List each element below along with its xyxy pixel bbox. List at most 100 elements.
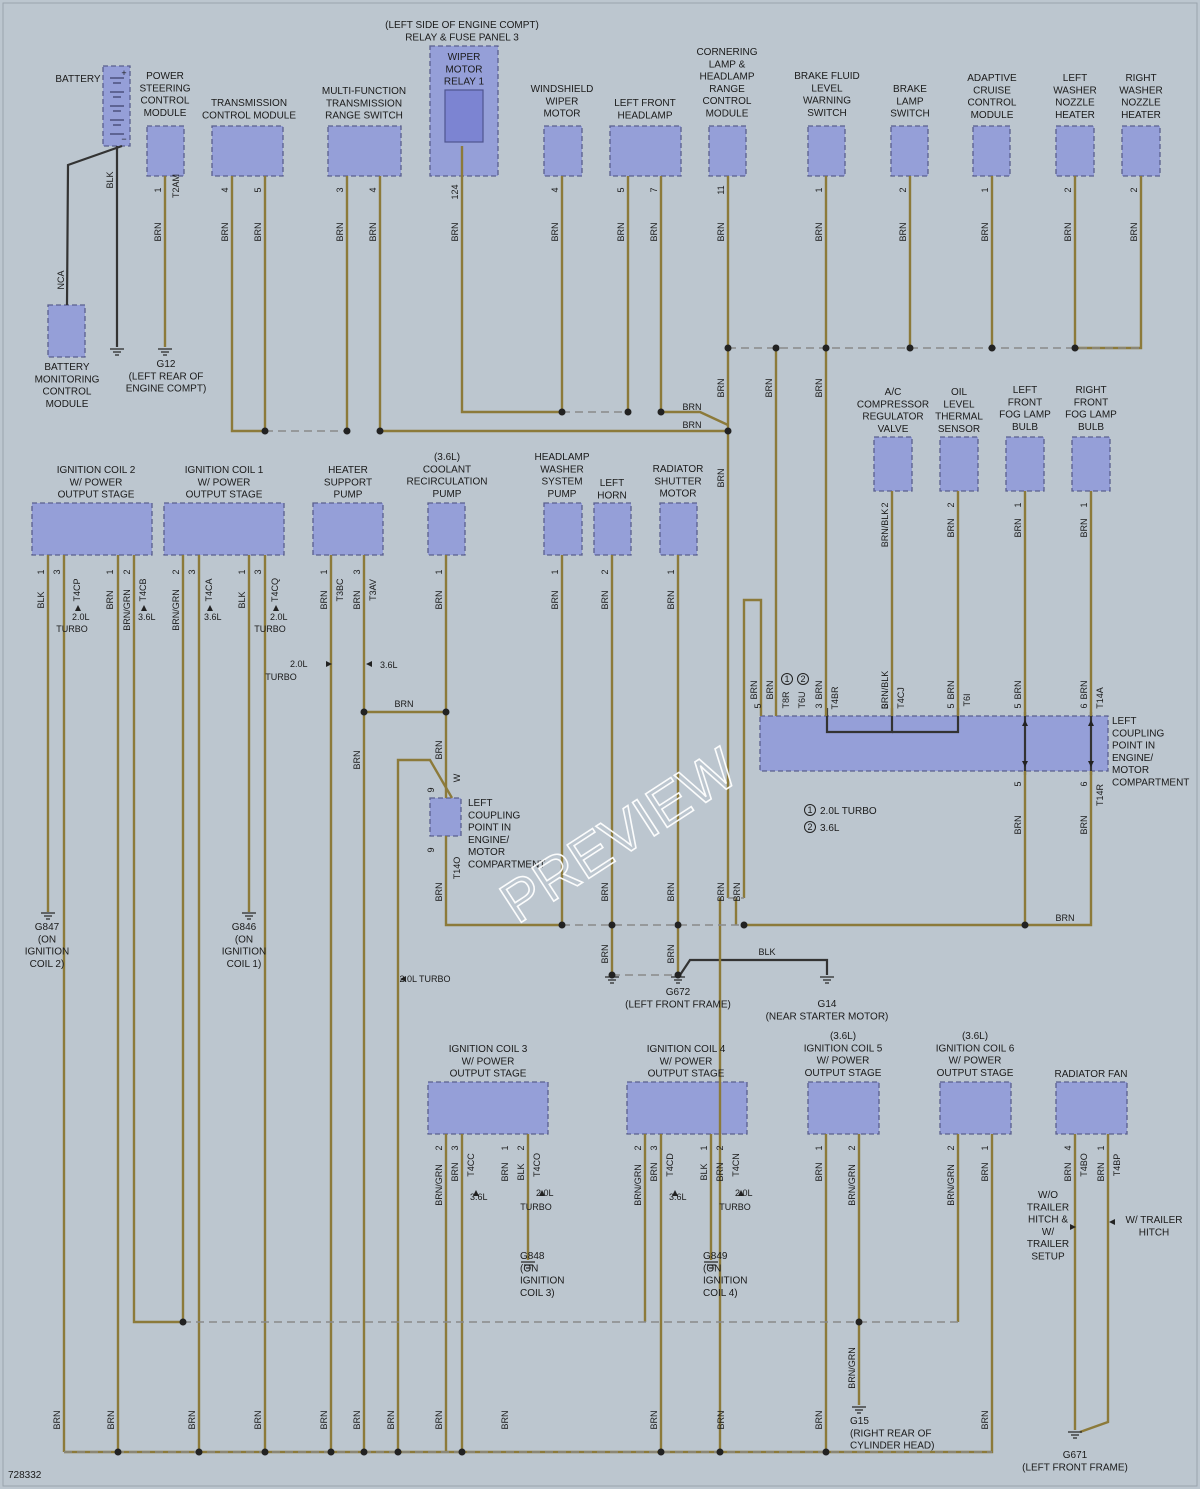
g672-label: (LEFT FRONT FRAME): [625, 999, 731, 1010]
pin-number: 2: [946, 502, 956, 507]
ground-icon: [242, 912, 256, 920]
left-fog-box: [1005, 436, 1045, 492]
pin-number: 1: [319, 569, 329, 574]
wire-label: BRN: [52, 1410, 62, 1429]
coolant-label: (3.6L): [434, 452, 460, 463]
wire-label: T4CA: [204, 578, 214, 601]
brake-lamp-box: [890, 125, 929, 177]
pin-number: 1: [500, 1145, 510, 1150]
wire-label: BRN: [105, 590, 115, 609]
ground-icon: [158, 348, 172, 356]
arrow-up-icon: [672, 1190, 678, 1196]
g15-label: CYLINDER HEAD): [850, 1441, 934, 1452]
wire-label: BRN/GRN: [847, 1164, 857, 1206]
lffog-label: FRONT: [1008, 397, 1042, 408]
pin-number: 4: [550, 187, 560, 192]
ground-icon: [852, 1406, 866, 1414]
ground-icon: [41, 912, 55, 920]
corner-label: MODULE: [706, 109, 749, 120]
wire-label: BRN/GRN: [946, 1164, 956, 1206]
wire-label: BRN: [814, 1162, 824, 1181]
wire-label: BRN: [386, 1410, 396, 1429]
g848-label: COIL 3): [520, 1288, 555, 1299]
rwnh-label: WASHER: [1119, 85, 1163, 96]
wire-label: NCA: [56, 270, 66, 289]
arrow-up-icon: [473, 1190, 479, 1196]
panel3-label: RELAY & FUSE PANEL 3: [405, 32, 519, 43]
arrow-up-icon: [141, 605, 147, 611]
wire-label: BRN: [352, 750, 362, 769]
left-washer-heater-box: [1055, 125, 1095, 177]
corner-label: HEADLAMP: [699, 72, 754, 83]
bls-label: SWITCH: [890, 109, 929, 120]
ground-symbols: [41, 348, 1082, 1439]
battery-symbol: [110, 77, 124, 135]
pin-number: 1: [1096, 1145, 1106, 1150]
rshutter-label: SHUTTER: [654, 476, 701, 487]
wotrailer-label: TRAILER: [1027, 1202, 1069, 1213]
arrow-left-icon: [400, 976, 406, 982]
wire-label: BRN: [368, 222, 378, 241]
arrow-left-icon: [1109, 1219, 1115, 1225]
ic1-label: W/ POWER: [198, 477, 251, 488]
coolant-label: COOLANT: [423, 464, 471, 475]
pin-number: 2: [715, 1145, 725, 1150]
wtrailer-label: HITCH: [1139, 1227, 1170, 1238]
g849-label: (ON: [703, 1263, 721, 1274]
pin-number: 1: [434, 569, 444, 574]
pin-number: 5: [753, 703, 763, 708]
wire-label: T4CN: [731, 1153, 741, 1177]
ignition-coil-1-box: [163, 502, 285, 556]
wire-label: BRN: [1013, 680, 1023, 699]
pin-number: 6: [1079, 781, 1089, 786]
wire-label: 2.0L TURBO: [399, 974, 450, 984]
wire-label: BRN: [716, 882, 726, 901]
wire-label: BRN: [666, 882, 676, 901]
ic2-label: OUTPUT STAGE: [58, 490, 135, 501]
battery-plus: +: [121, 68, 126, 78]
ground-icon: [110, 348, 124, 356]
psc-label: POWER: [146, 71, 184, 82]
g14-label: G14: [818, 999, 837, 1010]
lcp2-label: POINT IN: [1112, 741, 1155, 752]
pin-number: 5: [1013, 781, 1023, 786]
wire-label: BRN/BLK: [880, 509, 890, 548]
pin-number: 1: [550, 569, 560, 574]
psc-label: MODULE: [144, 108, 187, 119]
pin-number: 1: [814, 187, 824, 192]
pin-number: 2: [1063, 187, 1073, 192]
pin-number: 5: [253, 187, 263, 192]
wire-label: BRN: [434, 740, 444, 759]
heater-pump-box: [312, 502, 384, 556]
wire-label: 3.6L: [380, 660, 398, 670]
wire-label: T4CQ: [270, 578, 280, 602]
pin-number: 3: [187, 569, 197, 574]
wire-label: T4CB: [138, 578, 148, 601]
ic6-label: W/ POWER: [949, 1056, 1002, 1067]
lcp2-label: MOTOR: [1112, 765, 1149, 776]
g672-label: G672: [666, 987, 691, 998]
wire-label: BRN/BLK: [880, 671, 890, 710]
heater-label: PUMP: [334, 490, 363, 501]
heater-label: SUPPORT: [324, 477, 372, 488]
oil-sensor-box: [939, 436, 979, 492]
wire-label: BRN: [550, 590, 560, 609]
ground-icon: [1068, 1431, 1082, 1439]
ic4-label: OUTPUT STAGE: [648, 1069, 725, 1080]
pin-number: 9: [426, 787, 436, 792]
wire-label: BRN: [106, 1410, 116, 1429]
pin-number: 4: [220, 187, 230, 192]
pin-number: 3: [52, 569, 62, 574]
pin-number: 3: [450, 1145, 460, 1150]
tcm-box: [211, 125, 284, 177]
lcp2-label: COMPARTMENT: [1112, 778, 1189, 789]
pin-number: 1: [699, 1145, 709, 1150]
pin-number: 5: [616, 187, 626, 192]
psc-label: CONTROL: [141, 96, 190, 107]
battery-label: BATTERY: [55, 74, 101, 85]
acreg-label: COMPRESSOR: [857, 399, 929, 410]
wire-label: BRN: [319, 1410, 329, 1429]
lffog-label: LEFT: [1013, 385, 1037, 396]
circled-mark: 2: [807, 822, 812, 832]
headlamp-washer-box: [543, 502, 583, 556]
